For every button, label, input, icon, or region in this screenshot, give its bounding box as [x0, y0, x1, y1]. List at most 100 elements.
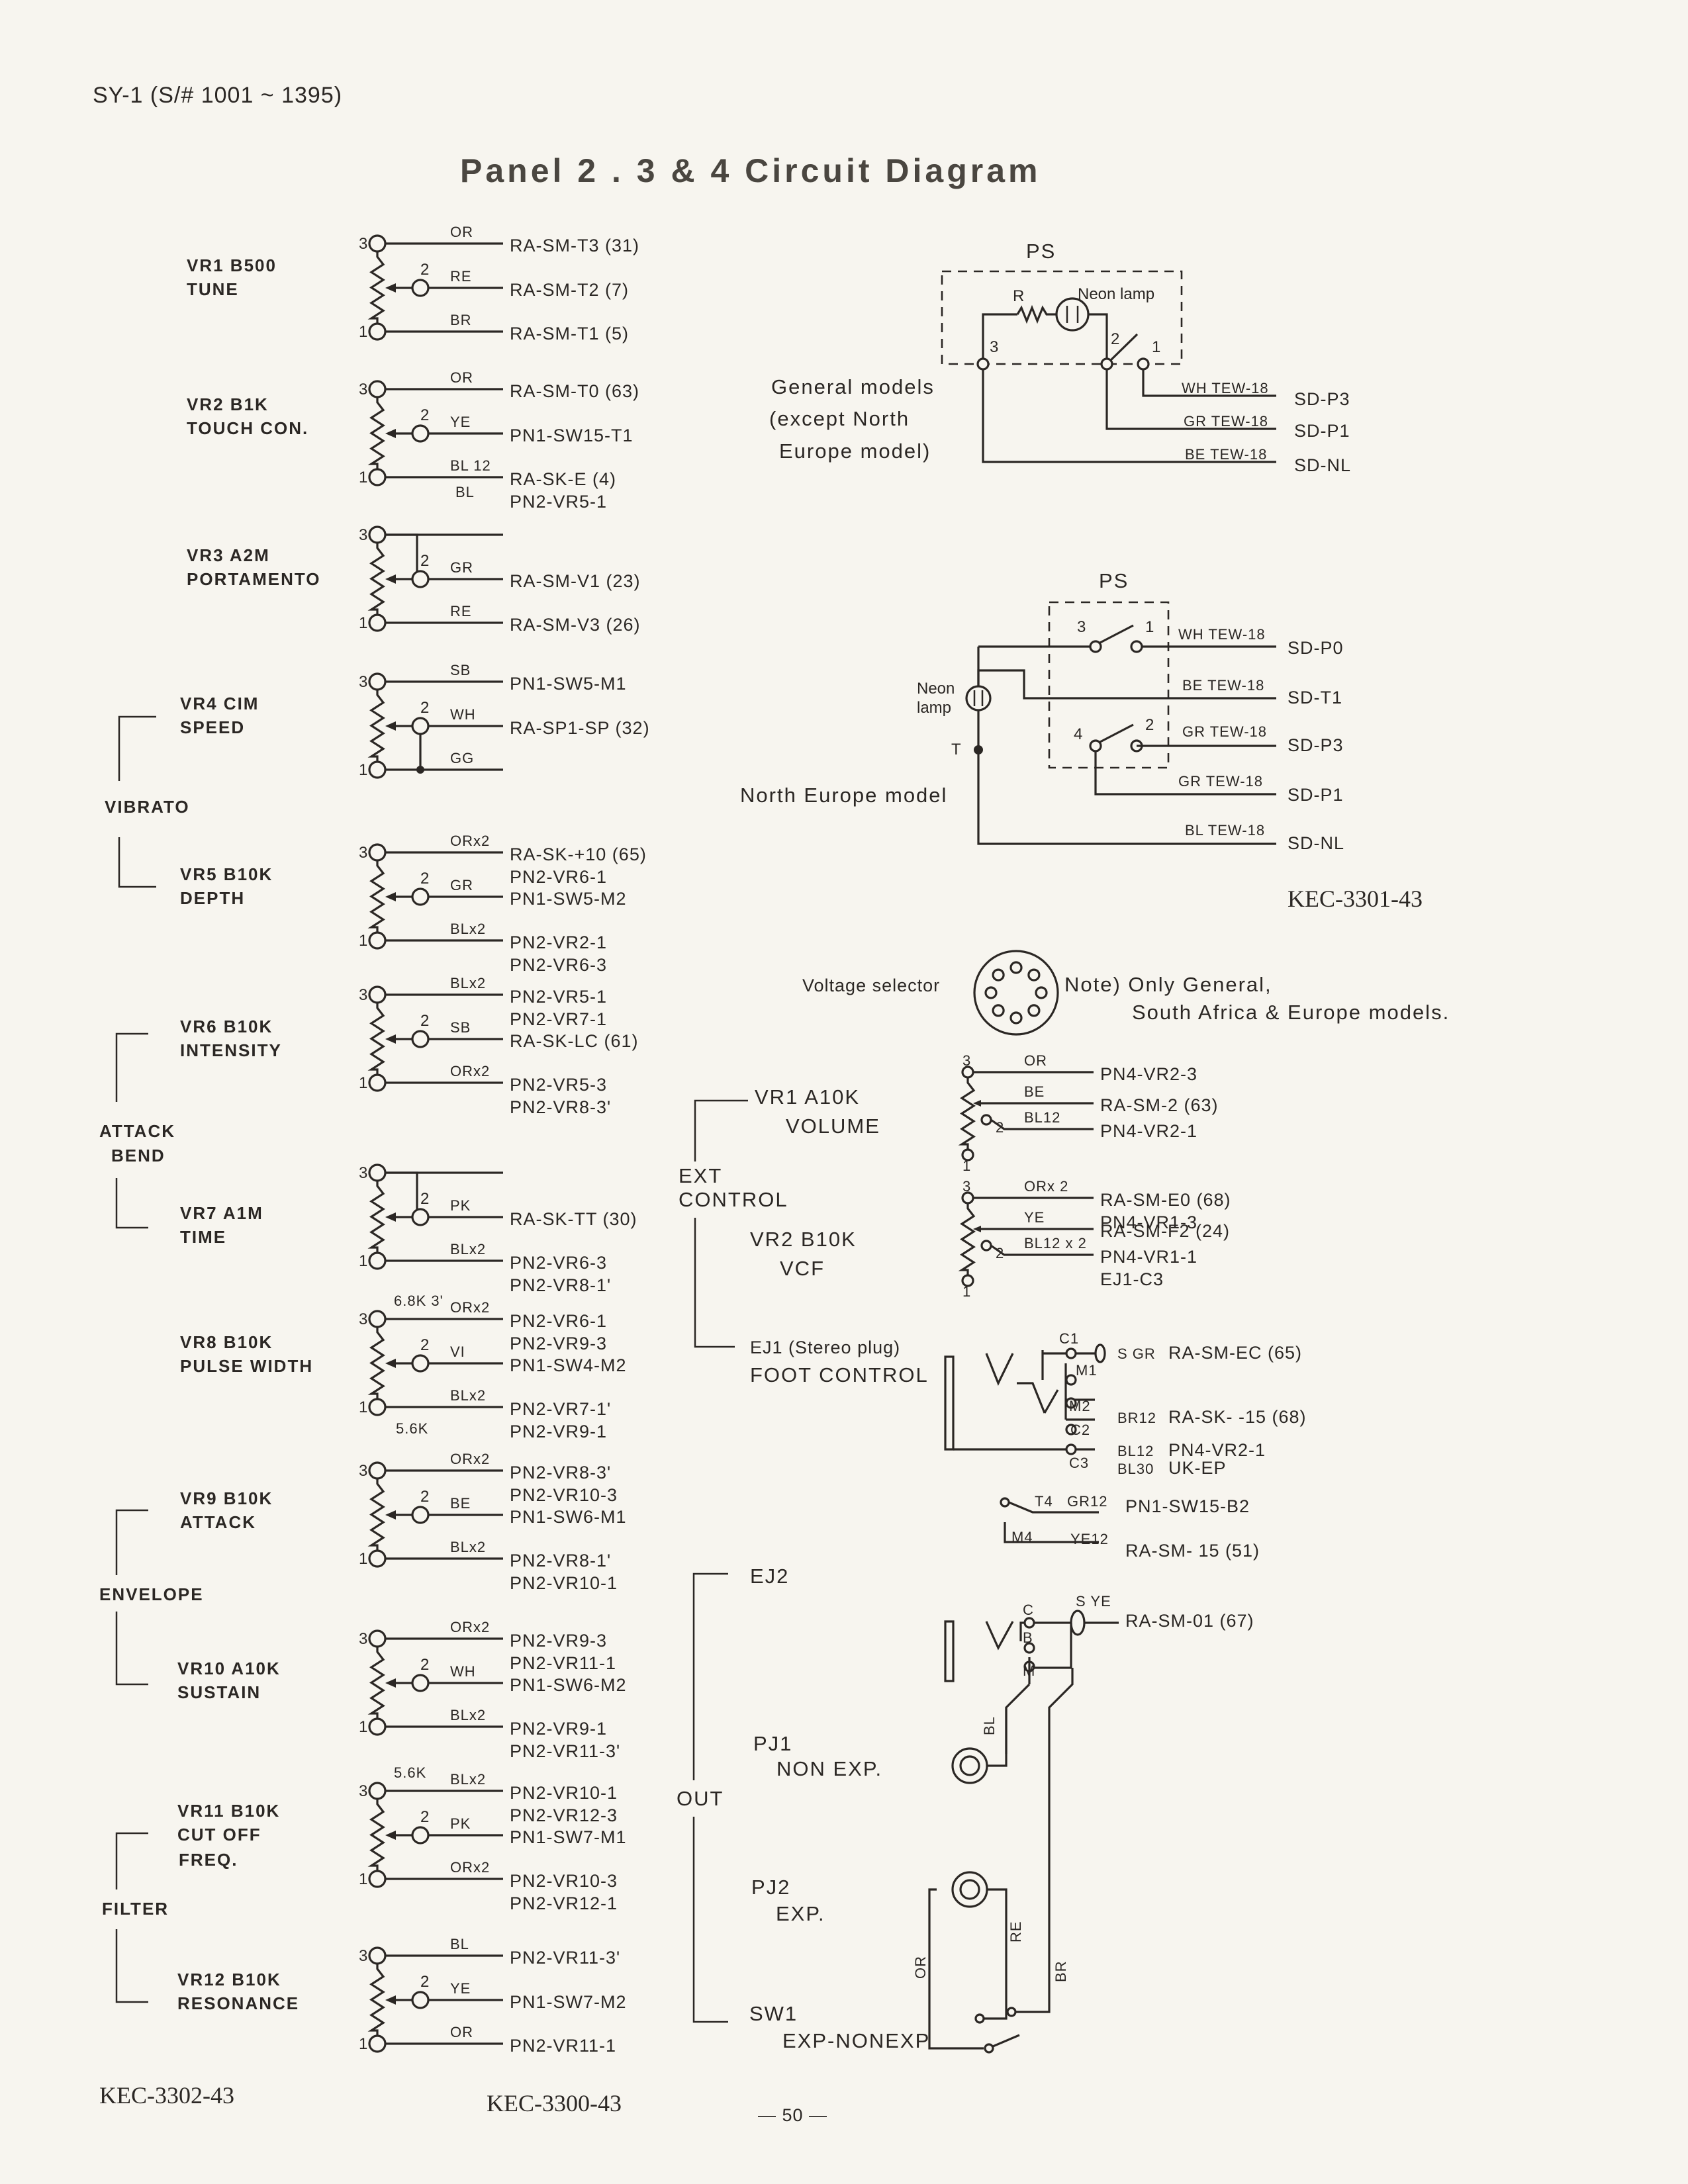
voltage-pin [1027, 1004, 1041, 1017]
pot-vr5-pin-2: 2 [420, 870, 429, 887]
ext-vr1-dest-3-1: PN4-VR2-1 [1100, 1121, 1197, 1141]
pot-vr5-wire-color-3: BLx2 [450, 921, 486, 937]
ej1-func: FOOT CONTROL [750, 1363, 929, 1387]
pot-vr11-dest-1-1: PN2-VR10-1 [510, 1783, 618, 1803]
ps-general-pin1: 1 [1152, 338, 1160, 356]
pot-vr2-wire-color-3b: BL [455, 484, 475, 500]
pot-vr8-wire-color-1: ORx2 [450, 1299, 490, 1316]
pot-vr8-func: PULSE WIDTH [180, 1356, 313, 1376]
ej2-pin-b: B [1023, 1629, 1033, 1646]
pot-vr3-name: VR3 A2M [187, 545, 270, 565]
pot-vr11-dest-2-1: PN1-SW7-M1 [510, 1827, 627, 1847]
out-label: OUT [677, 1787, 724, 1810]
pot-vr6-wire-color-1: BLx2 [450, 975, 486, 991]
pot-vr8-resistor-1: 6.8K 3' [394, 1293, 444, 1309]
ext-vr2-dest-3-2: EJ1-C3 [1100, 1269, 1164, 1289]
pot-vr6-dest-1-1: PN2-VR5-1 [510, 987, 607, 1007]
ps-ne-wire-2-color: BE TEW-18 [1182, 677, 1264, 694]
page-header: SY-1 (S/# 1001 ~ 1395) [93, 83, 342, 108]
pot-vr4-dest-2-1: RA-SP1-SP (32) [510, 718, 650, 738]
ext-vr2-func: VCF [780, 1257, 825, 1280]
ext-vr1-func: VOLUME [786, 1115, 880, 1138]
ps-ne-wire-2-dest: SD-T1 [1288, 688, 1342, 707]
ej1-wire-1-color: S GR [1117, 1345, 1156, 1362]
ej1-wire-3-color: BL12 [1117, 1443, 1154, 1459]
vibrato-label: VIBRATO [105, 797, 190, 817]
pot-vr10-pin-2: 2 [420, 1656, 429, 1674]
pot-vr8-dest-2-1: PN1-SW4-M2 [510, 1355, 627, 1375]
pot-vr5-wire-color-2: GR [450, 877, 473, 893]
pot-vr2-func: TOUCH CON. [187, 418, 308, 438]
pot-vr9-pin-3: 3 [359, 1462, 367, 1480]
pot-vr1-pin-2: 2 [420, 261, 429, 279]
m4-color: YE12 [1070, 1531, 1109, 1547]
ps-ne-neon-2: lamp [917, 699, 951, 717]
envelope-bracket: ENVELOPE [99, 1509, 204, 1686]
pot-vr1-dest-3-1: RA-SM-T1 (5) [510, 324, 629, 343]
pot-vr1-dest-2-1: RA-SM-T2 (7) [510, 280, 629, 300]
pot-vr11-name: VR11 B10K [177, 1801, 280, 1821]
ext-label-1: EXT [679, 1164, 722, 1187]
pot-vr10-dest-1-2: PN2-VR11-1 [510, 1653, 616, 1673]
pot-vr2-dest-1-1: RA-SM-T0 (63) [510, 381, 639, 401]
ps-ne-wire-4-dest: SD-P1 [1288, 785, 1344, 805]
ext-control: EXT CONTROL VR1 A10K VOLUME VR2 B10K VCF… [679, 1052, 1307, 1561]
pot-vr8-dest-3-2: PN2-VR9-1 [510, 1422, 607, 1441]
pot-vr2-pin-3: 3 [359, 381, 367, 398]
pot-vr10-pin-3: 3 [359, 1630, 367, 1648]
ej1-name: EJ1 (Stereo plug) [750, 1338, 900, 1357]
voltage-pin [1009, 961, 1023, 974]
ps-general-wire-3-dest: SD-NL [1294, 455, 1351, 475]
pot-vr5-dest-2-1: PN1-SW5-M2 [510, 889, 627, 909]
ps-ne-pin3: 3 [1077, 618, 1086, 636]
out-br: BR [1053, 1960, 1069, 1982]
ps-ne-wire-1-color: WH TEW-18 [1178, 626, 1266, 643]
envelope-label: ENVELOPE [99, 1584, 204, 1604]
vibrato-bracket: VIBRATO [105, 715, 190, 888]
ej1-pin-c3: C3 [1069, 1455, 1089, 1471]
t4-dest: PN1-SW15-B2 [1125, 1496, 1250, 1516]
pot-vr7-wire-color-3: BLx2 [450, 1241, 486, 1257]
pot-vr12-wire-color-1: BL [450, 1936, 469, 1952]
attack-bend-bracket: ATTACK BEND [99, 1032, 175, 1229]
ps-general-wire-2-color: GR TEW-18 [1184, 413, 1268, 430]
pot-vr11-pin-3: 3 [359, 1782, 367, 1800]
pot-vr10-pin-1: 1 [359, 1718, 367, 1736]
ps-ne-wire-1-dest: SD-P0 [1288, 638, 1344, 658]
ej1-pin-c1: C1 [1059, 1330, 1079, 1347]
ej1-wire-2-dest: RA-SK- -15 (68) [1168, 1407, 1307, 1427]
pot-vr9-wire-color-1: ORx2 [450, 1451, 490, 1467]
ext-label-2: CONTROL [679, 1188, 788, 1211]
pot-vr11-pin-1: 1 [359, 1870, 367, 1888]
pot-vr5-dest-3-2: PN2-VR6-3 [510, 955, 607, 975]
ej2-pin-m: M [1023, 1662, 1035, 1679]
pot-vr10-dest-1-1: PN2-VR9-3 [510, 1631, 607, 1651]
attack-bend-label-1: ATTACK [99, 1121, 175, 1141]
filter-label: FILTER [102, 1899, 169, 1919]
pot-vr2-pin-1: 1 [359, 469, 367, 486]
ps-ne-title: PS [1099, 569, 1129, 592]
ej1-wire-4-color: BL30 [1117, 1461, 1154, 1477]
pot-vr1-wire-color-1: OR [450, 224, 473, 240]
pot-vr9-func: ATTACK [180, 1512, 256, 1532]
pot-vr4-name: VR4 CIM [180, 694, 259, 713]
pot-vr2-wire-color-3: BL 12 [450, 457, 491, 474]
ej1-wire-3-dest: PN4-VR2-1 [1168, 1440, 1266, 1460]
pot-vr3-wire-color-2: GR [450, 559, 473, 576]
pot-vr6-dest-1-2: PN2-VR7-1 [510, 1009, 607, 1029]
filter-bracket: FILTER [102, 1832, 169, 2003]
pot-vr1-func: TUNE [187, 279, 239, 299]
ej2-name: EJ2 [750, 1565, 789, 1588]
ps-ne-wire-4-color: GR TEW-18 [1178, 773, 1263, 790]
pot-vr3-dest-2-1: RA-SM-V1 (23) [510, 571, 641, 591]
ext-vr2-wire-color-1: ORx 2 [1024, 1178, 1068, 1195]
pot-vr7-name: VR7 A1M [180, 1203, 263, 1223]
ej1-wire-4-dest: UK-EP [1168, 1458, 1227, 1478]
pot-vr6-func: INTENSITY [180, 1040, 282, 1060]
ext-vr2-dest-2-1: RA-SM-F2 (24) [1100, 1221, 1230, 1241]
pot-vr12-dest-1-1: PN2-VR11-3' [510, 1948, 620, 1968]
